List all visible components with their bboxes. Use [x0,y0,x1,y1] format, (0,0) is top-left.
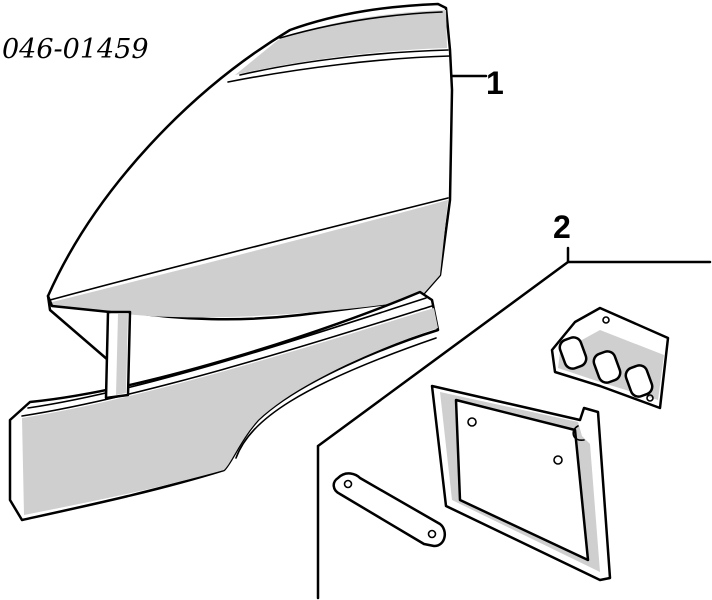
plate-bracket-window [454,398,590,562]
fender-arch-shade [22,308,438,515]
plate-hole-2 [553,455,563,465]
hinge-knuckle-1 [558,336,588,370]
fender-crease-top [279,11,443,39]
fender-illustration [8,2,454,522]
callout-2-label: 2 [553,209,571,245]
hinge-hole-2 [646,394,654,402]
callout-1-label: 1 [486,65,504,101]
fender-crease-mid [49,197,449,301]
strap-hole-2 [427,529,437,539]
fender-crease-upper-2 [227,55,451,83]
part-code: 046-01459 [2,34,149,65]
fender-front-edge [46,294,112,314]
fender-arch-lip-2 [27,297,427,409]
strap [332,472,447,548]
plate-bracket [430,384,612,582]
hinge-bracket [550,306,670,410]
callout-1: 1 [450,65,504,101]
hinge-knuckle-2 [592,350,622,384]
hinge-knuckle-3 [624,364,654,398]
plate-slot [572,425,585,441]
fender-arch-inner [235,337,437,459]
fender-top-shade [235,10,447,75]
fender-skirt-shade [52,200,448,318]
fender-crease-upper [239,49,449,76]
hinge-hole-1 [602,316,610,324]
strap-hole-1 [343,479,353,489]
strap-body [332,472,447,548]
fender-post-shade [116,314,128,395]
plate-hole-1 [467,417,477,427]
kit-box: 2 [316,209,712,600]
fender-arch-lip [21,305,433,417]
